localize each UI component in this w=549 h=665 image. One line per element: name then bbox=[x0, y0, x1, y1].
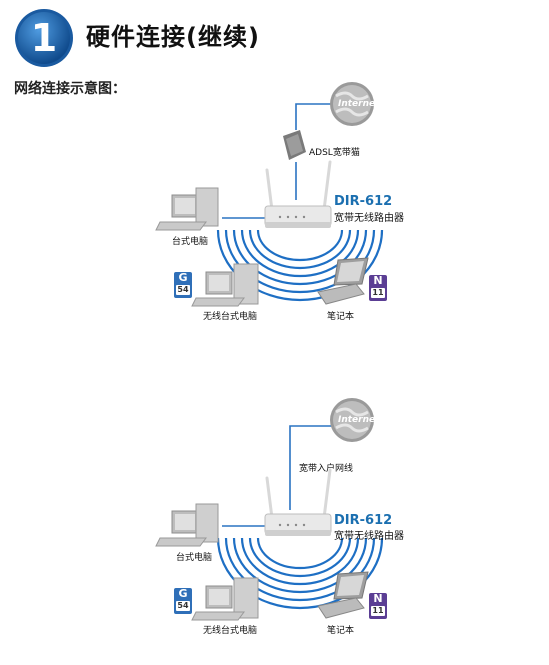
g-badge-top: G bbox=[178, 587, 188, 600]
g54-badge-icon: G 54 bbox=[174, 272, 192, 298]
adsl-modem-icon bbox=[283, 130, 306, 160]
n-badge-top: N bbox=[373, 592, 383, 605]
wireless-waves-icon bbox=[216, 229, 384, 302]
step-number: 1 bbox=[30, 16, 58, 60]
internet-label: Internet bbox=[338, 415, 380, 425]
internet-globe-icon bbox=[330, 398, 374, 442]
modem-to-internet-line bbox=[295, 103, 336, 130]
desktop-pc-icon bbox=[155, 503, 219, 547]
laptop-icon bbox=[317, 571, 369, 619]
n-badge-bottom: 11 bbox=[371, 606, 385, 616]
laptop-label: 笔记本 bbox=[327, 312, 355, 322]
wireless-desktop-label: 无线台式电脑 bbox=[203, 626, 258, 636]
router-to-internet-line bbox=[289, 425, 336, 510]
wireless-desktop-icon bbox=[191, 263, 259, 307]
desktop-pc-icon bbox=[155, 187, 219, 231]
internet-globe-icon bbox=[330, 82, 374, 126]
wireless-desktop-icon bbox=[191, 577, 259, 621]
router-model: DIR-612 bbox=[334, 194, 393, 209]
router-icon bbox=[264, 468, 332, 536]
laptop-label: 笔记本 bbox=[327, 626, 355, 636]
badge-circle-icon bbox=[15, 9, 73, 67]
step-number-badge: 1 bbox=[14, 8, 74, 68]
section-subtitle: 网络连接示意图： bbox=[14, 81, 126, 97]
router-model: DIR-612 bbox=[334, 513, 393, 528]
router-icon bbox=[264, 160, 332, 228]
n-badge-top: N bbox=[373, 274, 383, 287]
n-badge-bottom: 11 bbox=[371, 288, 385, 298]
g-badge-top: G bbox=[178, 271, 188, 284]
line-label: 宽带入户网线 bbox=[299, 464, 354, 474]
desktop-label: 台式电脑 bbox=[172, 237, 209, 247]
internet-label: Internet bbox=[338, 99, 380, 109]
router-desc: 宽带无线路由器 bbox=[334, 531, 404, 542]
g-badge-bottom: 54 bbox=[176, 601, 190, 611]
wireless-desktop-label: 无线台式电脑 bbox=[203, 312, 258, 322]
network-diagram-adsl: Internet ADSL宽带猫 DIR-612 宽带无线路由器 台式电脑 无线… bbox=[0, 82, 549, 332]
g54-badge-icon: G 54 bbox=[174, 588, 192, 614]
laptop-icon bbox=[317, 257, 369, 305]
n11-badge-icon: N 11 bbox=[369, 593, 387, 619]
modem-label: ADSL宽带猫 bbox=[309, 148, 360, 158]
network-diagram-ethernet: Internet 宽带入户网线 DIR-612 宽带无线路由器 台式电脑 无线台… bbox=[0, 390, 549, 640]
page-title: 硬件连接(继续) bbox=[86, 23, 260, 51]
router-desc: 宽带无线路由器 bbox=[334, 213, 404, 224]
desktop-label: 台式电脑 bbox=[176, 553, 213, 563]
wireless-waves-icon bbox=[216, 537, 384, 610]
n11-badge-icon: N 11 bbox=[369, 275, 387, 301]
g-badge-bottom: 54 bbox=[176, 285, 190, 295]
